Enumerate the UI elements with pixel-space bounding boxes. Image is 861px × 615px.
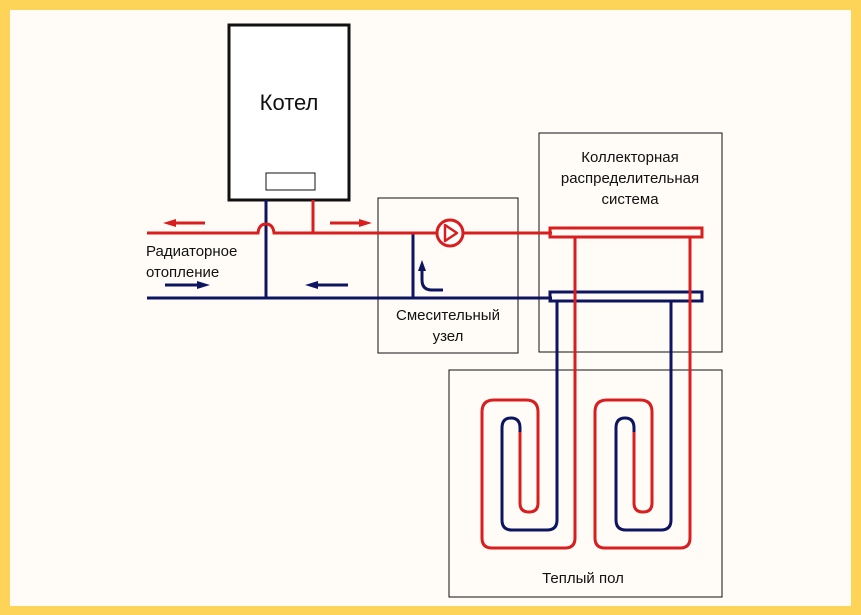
collector-label-2: распределительная (561, 170, 699, 187)
supply-main-pipe (147, 222, 436, 235)
flow-arrows (163, 219, 443, 292)
boiler-display (265, 172, 316, 191)
collector-label-3: система (601, 191, 659, 208)
pump-body (435, 218, 465, 248)
supply-loop-1 (480, 237, 577, 550)
collector-label-1: Коллекторная (581, 149, 678, 166)
mixing-unit-box (377, 197, 519, 354)
radiator-label-1: Радиаторное (146, 243, 237, 260)
supply-manifold (548, 226, 704, 239)
boiler: Котел (227, 23, 351, 202)
pump-icon (435, 218, 465, 248)
arrow-right-icon (165, 281, 210, 289)
frame-background (10, 10, 851, 606)
supply-loop-2 (593, 237, 692, 550)
supply-pipes (147, 200, 704, 550)
mixing-unit-label-2: узел (433, 328, 464, 345)
return-loop-2 (614, 301, 673, 532)
pump-triangle (443, 223, 459, 243)
return-manifold (548, 290, 704, 303)
underfloor-label: Теплый пол (542, 570, 624, 587)
arrow-right-icon (330, 219, 372, 227)
boiler-label: Котел (260, 90, 319, 115)
collector-box (538, 132, 723, 353)
underfloor-box (448, 369, 723, 598)
boiler-body (227, 23, 351, 202)
mixing-unit-label-1: Смесительный (396, 307, 500, 324)
arrow-left-icon (305, 281, 348, 289)
return-loop-1 (500, 301, 559, 532)
arrow-up-icon (418, 260, 443, 292)
return-pipes (147, 200, 704, 532)
radiator-label-2: отопление (146, 264, 219, 281)
arrow-left-icon (163, 219, 205, 227)
